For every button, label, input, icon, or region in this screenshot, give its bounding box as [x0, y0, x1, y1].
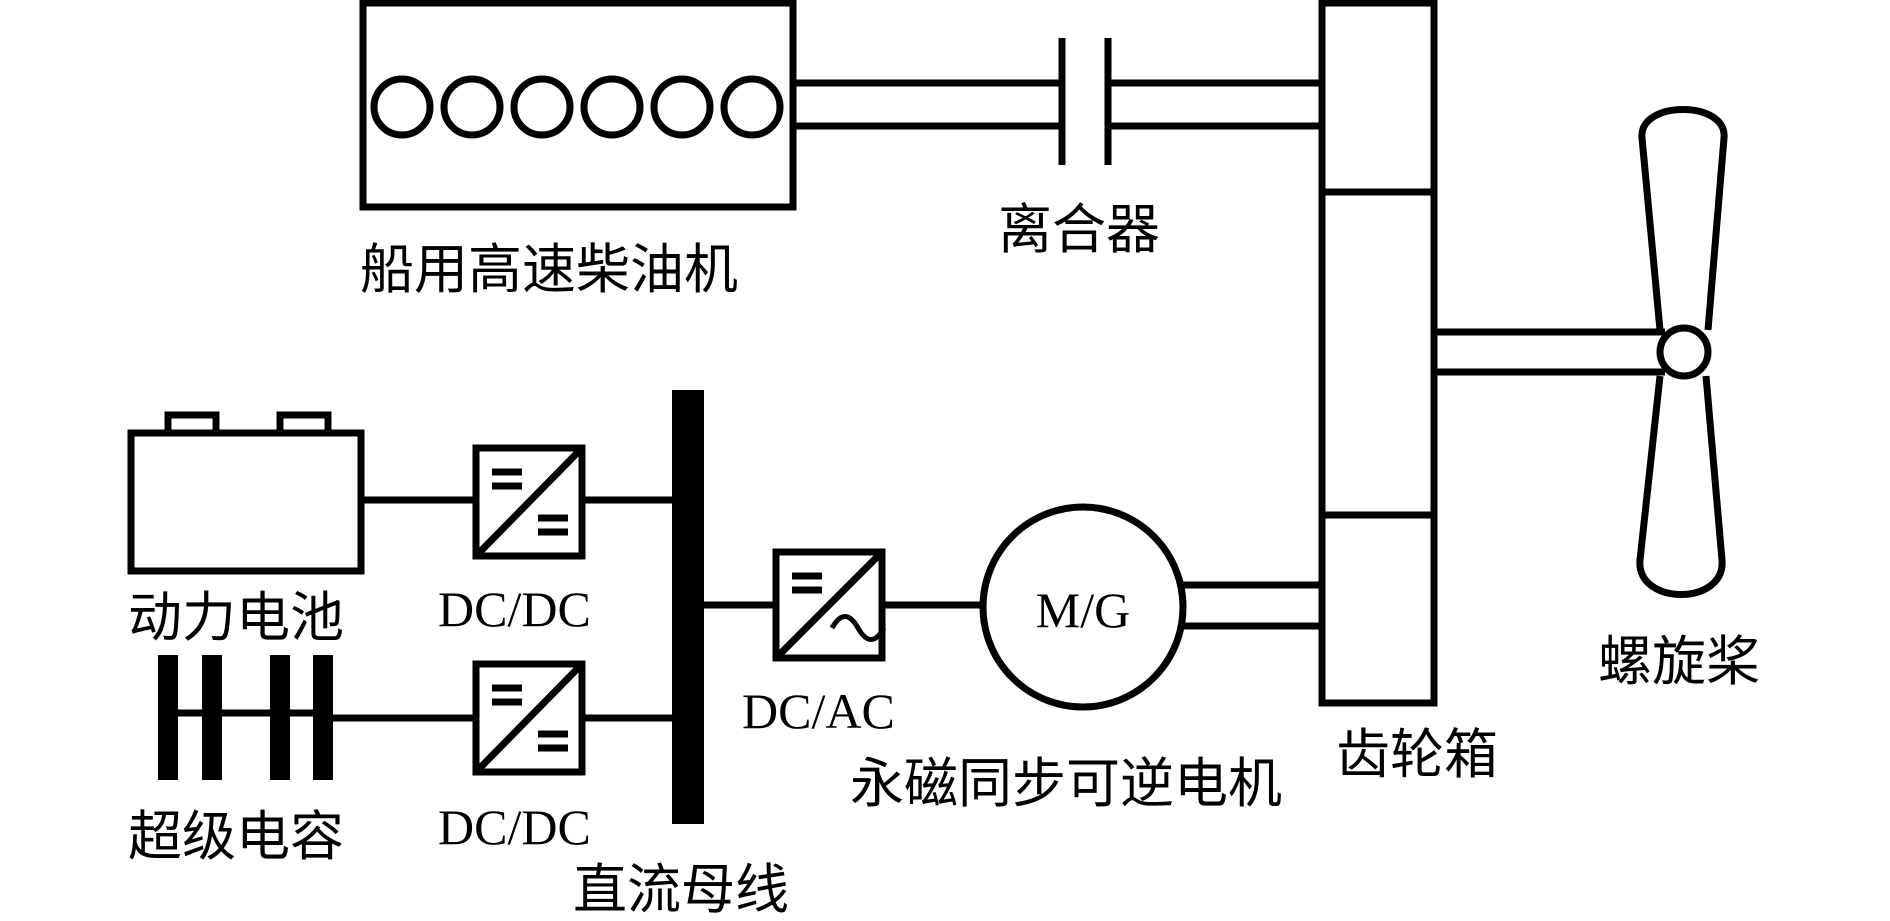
dc-bus-label: 直流母线: [573, 858, 789, 921]
dc-bus-bar: [672, 390, 704, 824]
battery-icon: [127, 411, 365, 575]
propeller-shaft: [1434, 328, 1665, 376]
dcdc-converter-top: [472, 444, 586, 560]
gearbox-label: 齿轮箱: [1336, 723, 1498, 786]
supercapacitor-icon: [158, 655, 333, 780]
clutch-label: 离合器: [998, 198, 1160, 261]
supercap-label: 超级电容: [128, 805, 344, 868]
dcac-inverter: [772, 548, 887, 662]
dcdc-top-label: DC/DC: [438, 581, 591, 637]
engine-shaft: [793, 79, 1062, 130]
motor-shaft: [1183, 581, 1322, 630]
dcdc-converter-bottom: [472, 660, 586, 776]
battery-label: 动力电池: [128, 586, 344, 649]
dcdc-bottom-label: DC/DC: [438, 799, 591, 855]
diesel-engine: [359, 0, 797, 211]
propeller-label: 螺旋桨: [1598, 630, 1760, 693]
gearbox: [1318, 0, 1438, 707]
propeller: [1636, 106, 1728, 598]
motor-label: 永磁同步可逆电机: [850, 752, 1282, 815]
diesel-engine-label: 船用高速柴油机: [360, 238, 738, 301]
clutch: [1058, 38, 1112, 165]
motor-symbol: M/G: [1036, 582, 1130, 638]
dcac-label: DC/AC: [742, 683, 895, 739]
clutch-output-shaft: [1108, 79, 1322, 130]
motor-generator: [979, 503, 1187, 711]
